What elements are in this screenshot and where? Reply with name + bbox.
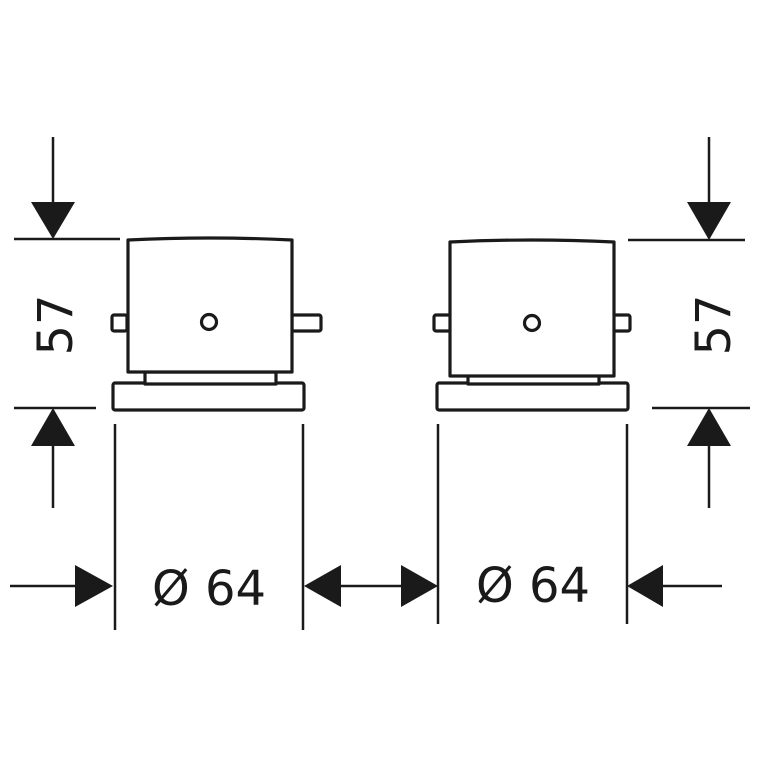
center-right-arrow-icon: [401, 565, 438, 607]
right-outer-arrow-icon: [627, 565, 663, 607]
right-handle-indicator-icon: [522, 313, 542, 333]
diameter-arrows: [10, 565, 722, 607]
left-outer-arrow-icon: [75, 565, 113, 607]
center-left-arrow-icon: [304, 565, 341, 607]
left-handle-indicator-icon: [199, 312, 219, 332]
right-top-arrow-icon: [687, 202, 731, 240]
left-top-arrow-icon: [31, 202, 75, 239]
right-handle: [432, 238, 632, 412]
right-height-dimension: 57: [628, 137, 750, 508]
left-handle-base: [111, 381, 306, 412]
left-bottom-arrow-icon: [31, 408, 75, 446]
right-diameter-label: Ø 64: [476, 558, 590, 614]
left-height-dimension: 57: [14, 137, 120, 508]
left-handle: [110, 236, 323, 412]
right-handle-body: [448, 238, 616, 378]
right-bottom-arrow-icon: [687, 408, 731, 446]
left-diameter-label: Ø 64: [152, 561, 266, 617]
left-handle-body: [126, 236, 294, 374]
right-handle-base: [435, 381, 630, 412]
right-height-label: 57: [686, 294, 742, 355]
left-height-label: 57: [28, 294, 84, 355]
left-handle-neck: [143, 370, 278, 386]
left-handle-pin-left: [110, 313, 129, 333]
left-handle-pin-right: [290, 313, 323, 333]
